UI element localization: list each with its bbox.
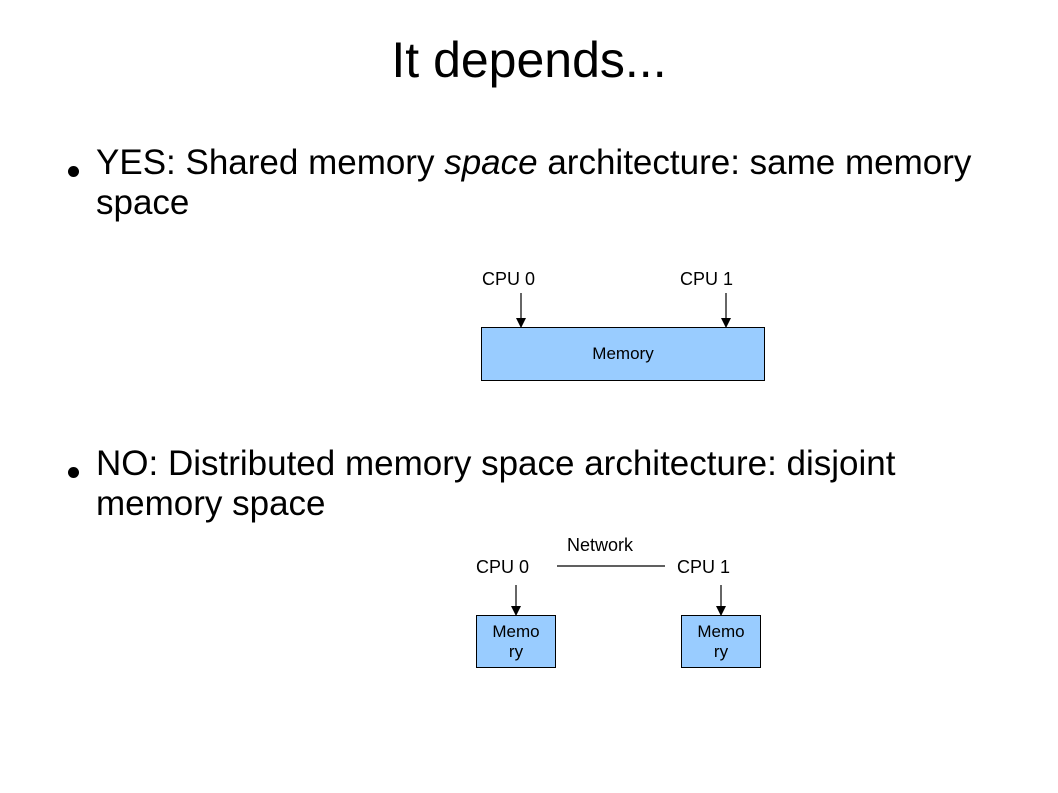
memory0-box: Memo ry (476, 615, 556, 668)
shared-cpu0-label: CPU 0 (482, 269, 536, 289)
bullet-text-prefix: YES: Shared memory (96, 143, 445, 182)
memory0-label-line2: ry (508, 641, 524, 661)
distributed-cpu1-label: CPU 1 (677, 557, 731, 577)
shared-memory-box: Memory (481, 327, 765, 381)
distributed-cpu0-label: CPU 0 (476, 557, 530, 577)
memory0-label-line1: Memo (492, 621, 540, 641)
bullet-text-suffix: architecture: same memory space (96, 143, 972, 222)
memory1-label-line1: Memo (697, 621, 745, 641)
bullet-dot (68, 467, 79, 478)
bullet-dot (68, 166, 79, 177)
shared-cpu1-label: CPU 1 (680, 269, 734, 289)
bullet-text: NO: Distributed memory space architectur… (96, 444, 896, 523)
bullet-text-emphasis: space (444, 143, 538, 182)
memory1-label-line2: ry (713, 641, 729, 661)
memory1-box: Memo ry (681, 615, 761, 668)
network-label: Network (567, 535, 634, 555)
bullet-text: YES: Shared memory space architecture: s… (96, 143, 1026, 223)
slide-title: It depends... (391, 32, 667, 88)
